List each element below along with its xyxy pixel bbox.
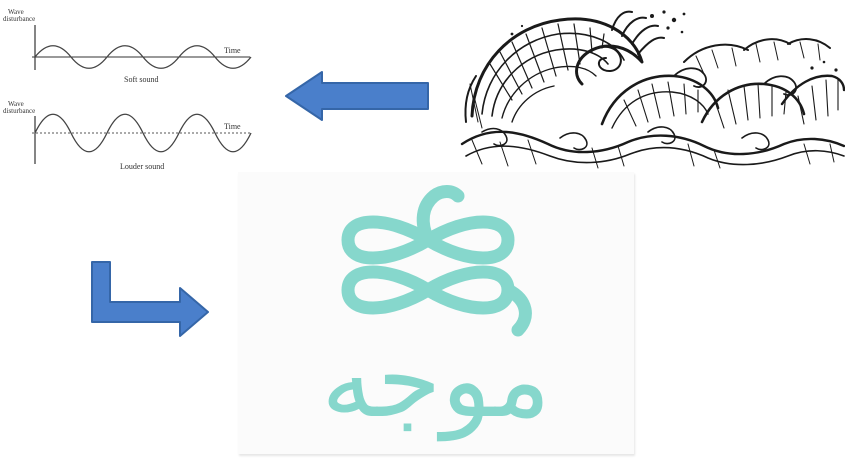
top-y-label-2: disturbance	[3, 15, 35, 23]
logo-word: موجه	[321, 319, 550, 442]
bottom-x-label: Time	[224, 122, 241, 131]
bottom-y-label-2: disturbance	[3, 107, 35, 115]
knot-icon	[348, 192, 525, 331]
left-arrow-icon	[282, 68, 432, 124]
louder-sound-caption: Louder sound	[120, 162, 164, 170]
louder-sound-wave	[35, 114, 251, 152]
logo-tile: موجه	[238, 172, 634, 454]
logo: موجه	[238, 172, 634, 454]
soft-sound-caption: Soft sound	[124, 75, 158, 84]
elbow-right-arrow-icon	[88, 258, 212, 338]
ocean-wave-illustration	[452, 4, 845, 170]
sound-wave-figure: Wave disturbance Time Soft sound Wave di…	[2, 8, 260, 170]
top-x-label: Time	[224, 46, 241, 55]
